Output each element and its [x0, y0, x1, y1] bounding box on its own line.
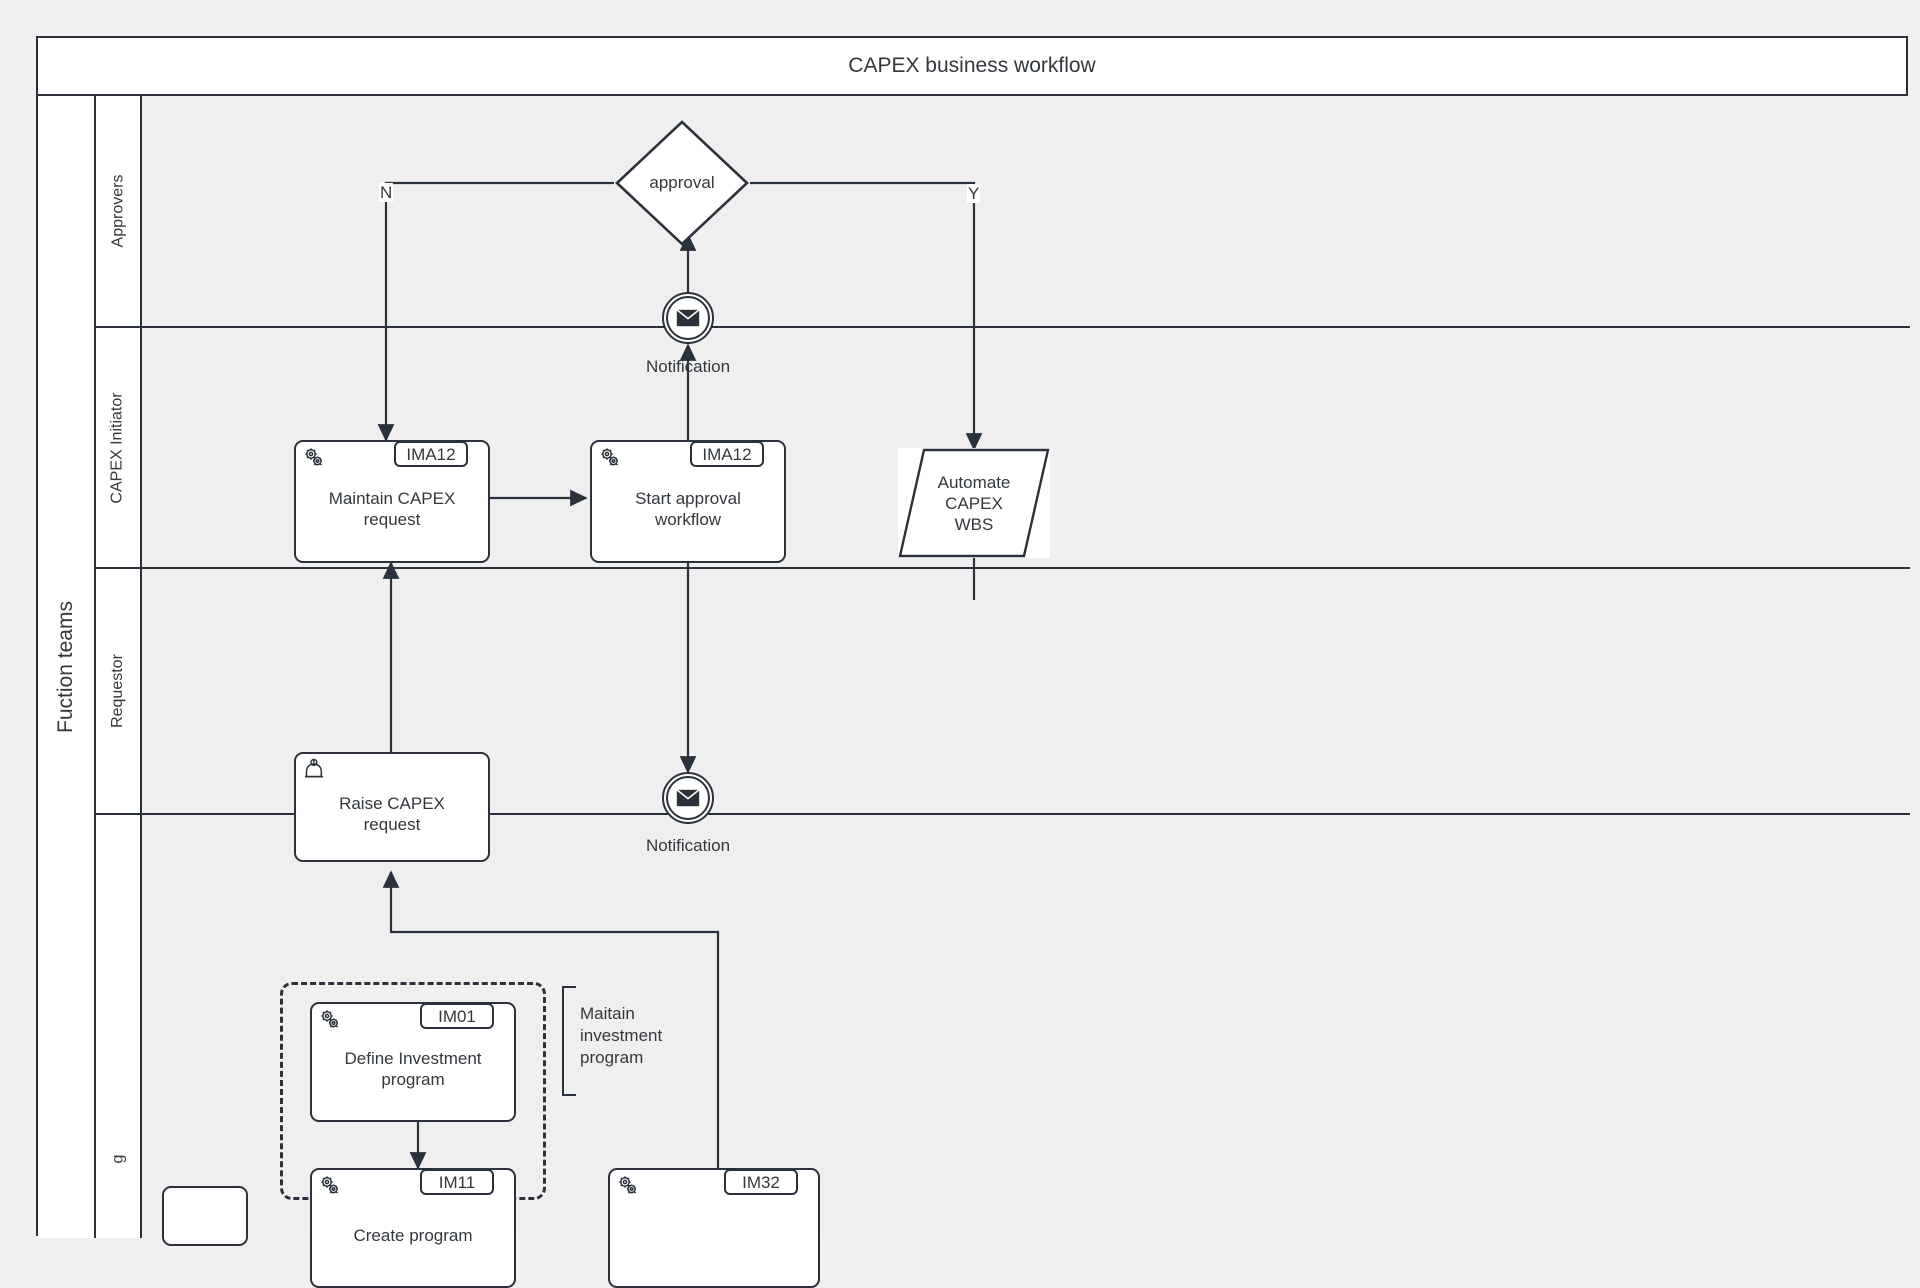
lane-label-approvers: Approvers	[96, 96, 142, 326]
task-label-raise-capex-request: Raise CAPEX request	[339, 794, 445, 834]
pool-label-text: Fuction teams	[54, 601, 78, 733]
task-code-im11: IM11	[420, 1169, 494, 1195]
lane-approvers: Approvers	[96, 96, 1910, 328]
edge-label-no: N	[379, 183, 394, 202]
event-caption-notification-requestor: Notification	[645, 836, 731, 855]
task-start-approval-workflow[interactable]: IMA12 Start approval workflow	[590, 440, 786, 563]
gears-icon	[321, 1176, 339, 1194]
gears-icon	[619, 1176, 637, 1194]
shape-automate-capex-wbs[interactable]: Automate CAPEX WBS	[898, 448, 1050, 558]
event-notification-requestor[interactable]	[662, 772, 714, 824]
task-code-ima12-start-approval: IMA12	[690, 441, 764, 467]
lane-label-requestor-text: Requestor	[109, 654, 127, 728]
task-maintain-capex-request[interactable]: IMA12 Maintain CAPEX request	[294, 440, 490, 563]
task-label-maintain-capex-request: Maintain CAPEX request	[328, 488, 456, 529]
task-label-define-investment-program: Define Investment program	[344, 1049, 482, 1089]
task-create-program[interactable]: IM11 Create program	[310, 1168, 516, 1288]
lane-label-capex-initiator-text: CAPEX Initiator	[109, 391, 126, 504]
event-notification-approvers[interactable]	[662, 292, 714, 344]
diagram-canvas: CAPEX business workflow Fuction teams Ap…	[36, 36, 1910, 1288]
lane-label-program: g	[96, 815, 142, 1238]
task-stub-bottom-left[interactable]	[162, 1186, 248, 1246]
task-label-create-program: Create program	[353, 1225, 473, 1245]
gateway-diamond-icon	[615, 120, 749, 246]
task-code-im01: IM01	[420, 1003, 494, 1029]
annotation-bracket	[562, 986, 576, 1096]
task-label-start-approval-workflow: Start approval workflow	[635, 488, 741, 529]
pool-label: Fuction teams	[38, 96, 96, 1238]
task-code-ima12-maintain: IMA12	[394, 441, 468, 467]
lane-label-capex-initiator: CAPEX Initiator	[96, 328, 142, 567]
gears-icon	[601, 448, 619, 466]
lane-label-approvers-text: Approvers	[109, 174, 127, 248]
page-title: CAPEX business workflow	[38, 38, 1906, 96]
shape-label-automate-capex-wbs: Automate CAPEX WBS	[937, 472, 1011, 534]
gears-icon	[305, 448, 323, 466]
task-define-investment-program[interactable]: IM01 Define Investment program	[310, 1002, 516, 1122]
envelope-icon	[676, 309, 700, 327]
event-caption-notification-approvers: Notification	[645, 357, 731, 376]
edge-label-yes: Y	[967, 184, 981, 203]
event-inner-ring	[666, 776, 710, 820]
task-im32[interactable]: IM32	[608, 1168, 820, 1288]
task-raise-capex-request[interactable]: Raise CAPEX request	[294, 752, 490, 862]
lane-label-requestor: Requestor	[96, 569, 142, 813]
user-icon	[305, 758, 323, 778]
lane-body-approvers	[142, 96, 1910, 326]
task-code-im32: IM32	[724, 1169, 798, 1195]
event-inner-ring	[666, 296, 710, 340]
gateway-approval-label: approval	[649, 173, 715, 192]
envelope-icon	[676, 789, 700, 807]
gears-icon	[321, 1010, 339, 1028]
annotation-maintain-investment-program: Maitain investment program	[580, 1004, 663, 1067]
lane-label-program-text: g	[109, 1154, 126, 1163]
parallelogram-icon	[898, 448, 1050, 558]
gateway-approval[interactable]: approval	[614, 119, 750, 247]
